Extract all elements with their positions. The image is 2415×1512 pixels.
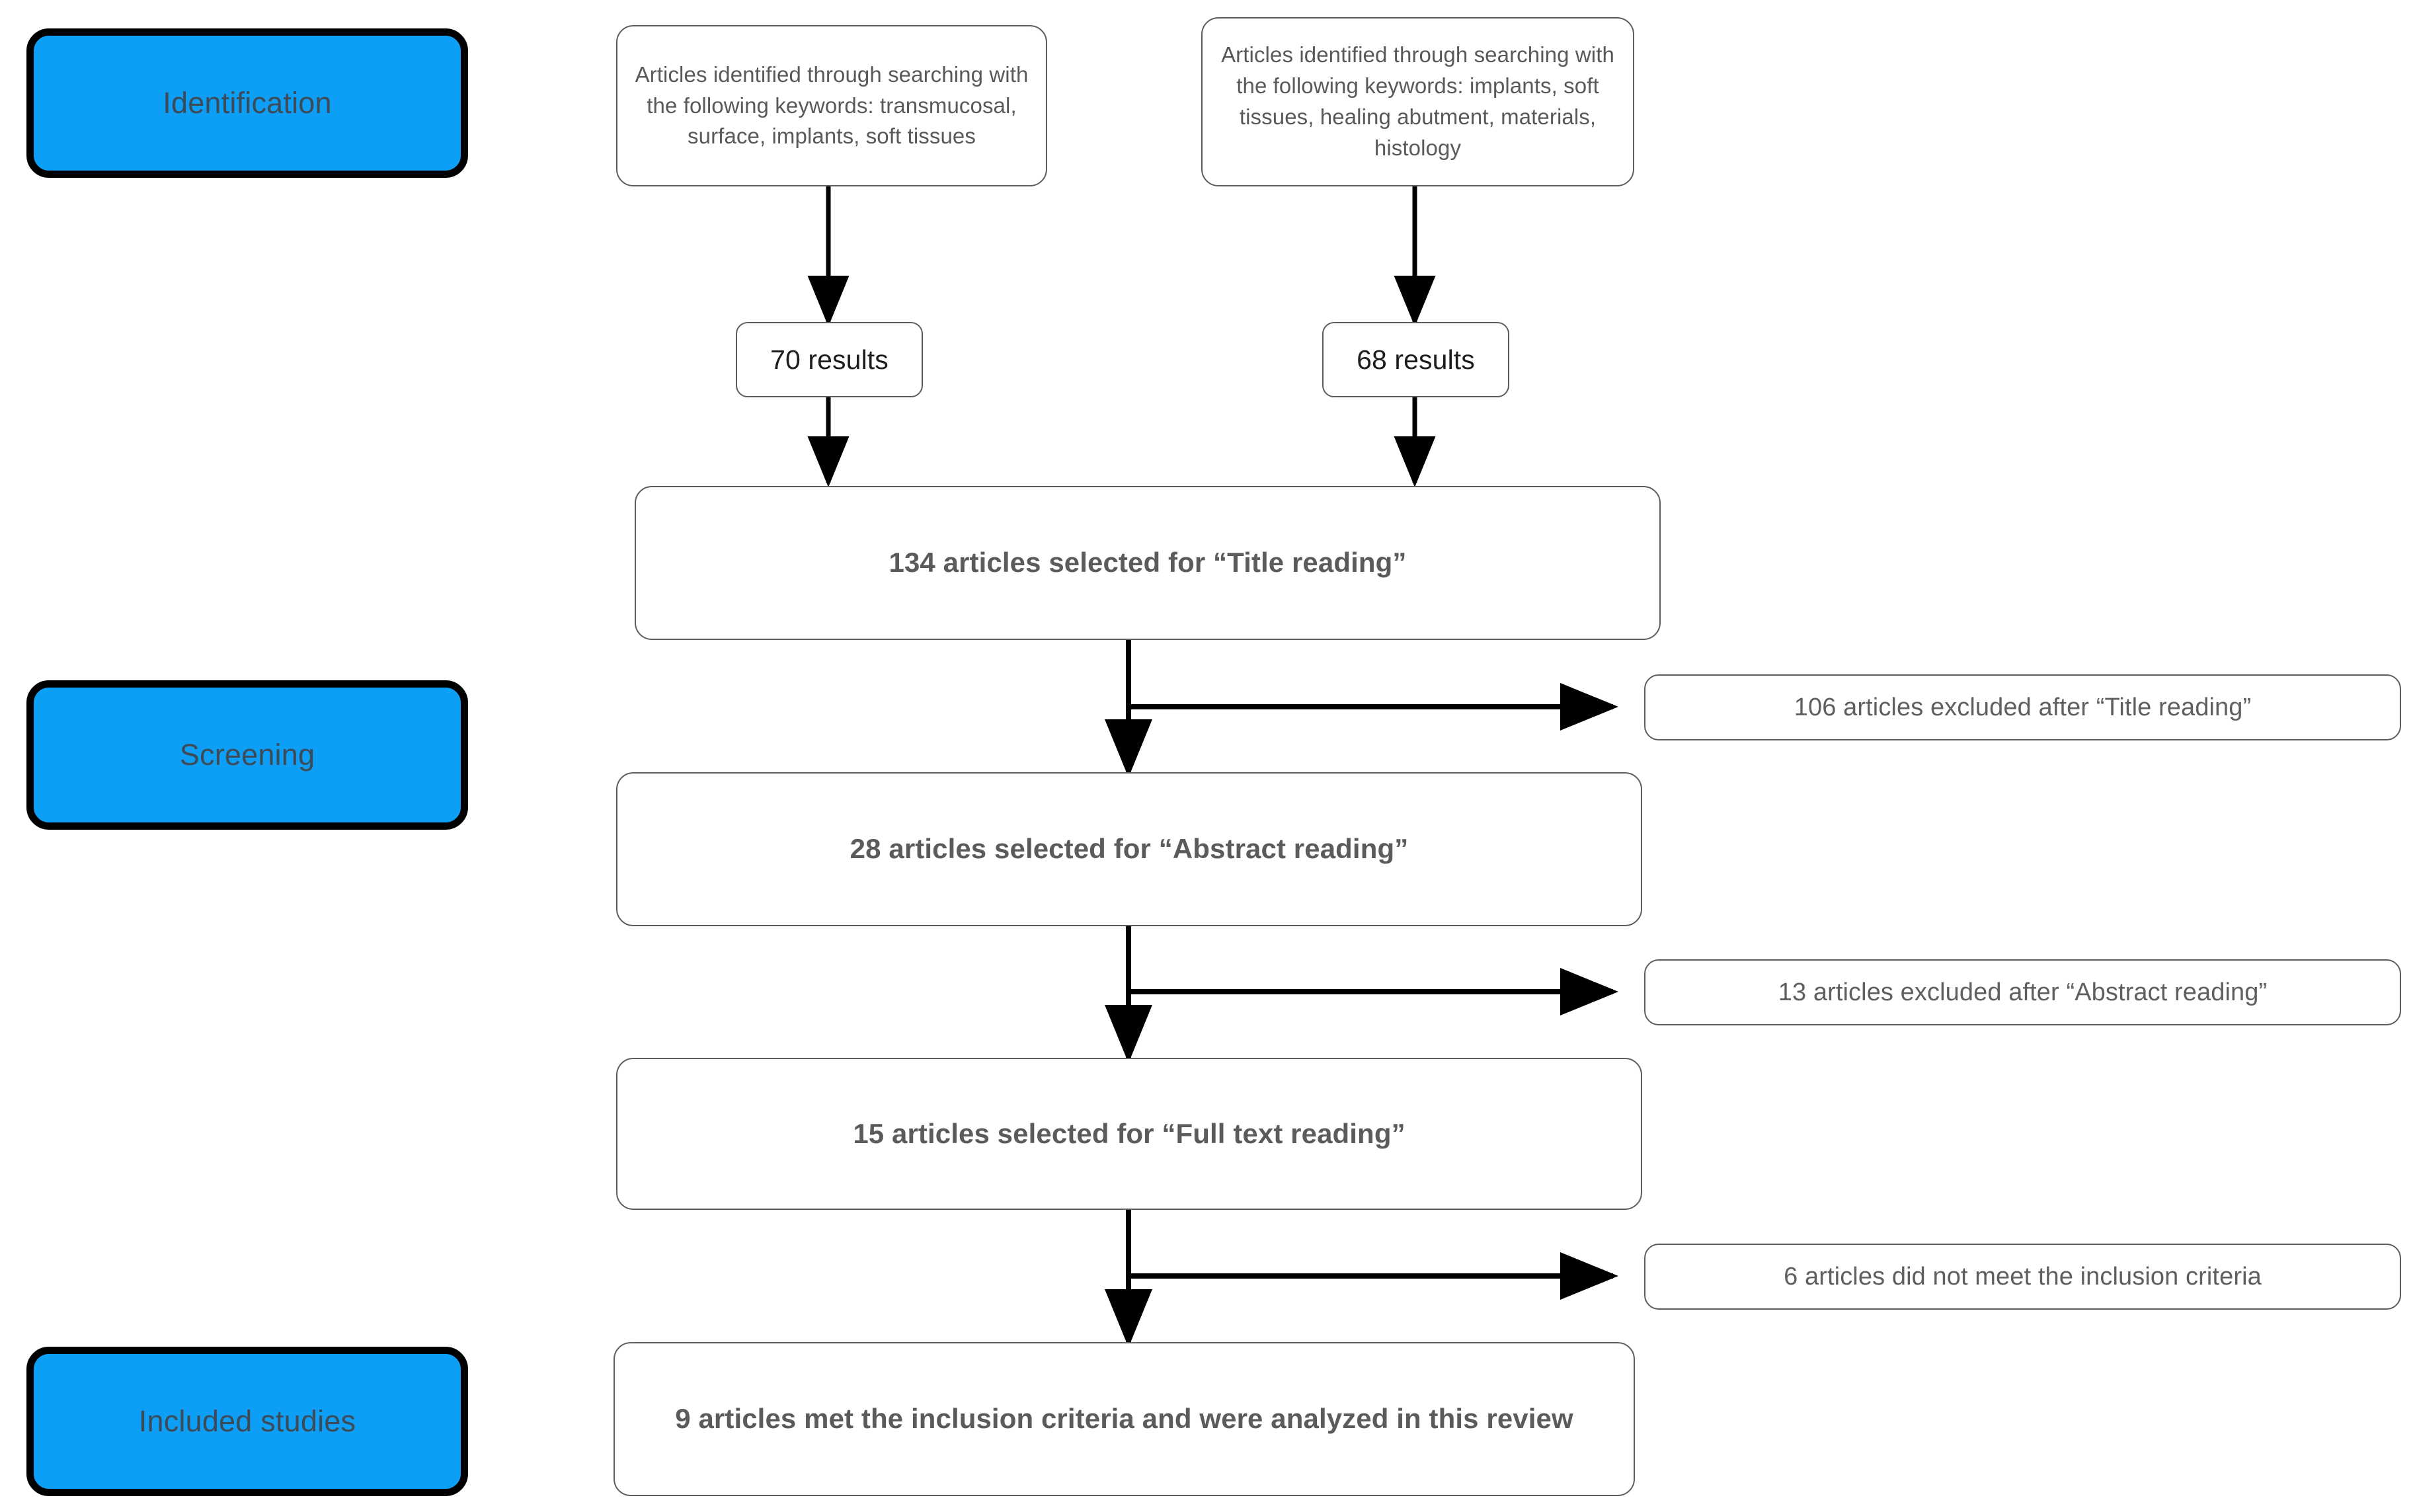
stage-chip-included-studies[interactable]: Included studies	[26, 1347, 468, 1496]
stage-chip-screening[interactable]: Screening	[26, 680, 468, 830]
exclusion-box-inclusion-criteria[interactable]: 6 articles did not meet the inclusion cr…	[1644, 1244, 2401, 1310]
stage-chip-included-studies-label: Included studies	[138, 1404, 356, 1439]
exclusion-box-abstract-reading-label: 13 articles excluded after “Abstract rea…	[1778, 978, 2268, 1006]
exclusion-box-title-reading[interactable]: 106 articles excluded after “Title readi…	[1644, 674, 2401, 740]
step-box-abstract-reading[interactable]: 28 articles selected for “Abstract readi…	[616, 772, 1642, 926]
step-box-title-reading-label: 134 articles selected for “Title reading…	[889, 547, 1407, 578]
results-count-left-label: 70 results	[770, 344, 889, 375]
results-count-right-label: 68 results	[1357, 344, 1475, 375]
source-box-left[interactable]: Articles identified through searching wi…	[616, 25, 1047, 186]
stage-chip-identification[interactable]: Identification	[26, 28, 468, 178]
step-box-title-reading[interactable]: 134 articles selected for “Title reading…	[635, 486, 1661, 640]
step-box-included-final[interactable]: 9 articles met the inclusion criteria an…	[614, 1342, 1635, 1496]
stage-chip-screening-label: Screening	[179, 738, 315, 772]
exclusion-box-abstract-reading[interactable]: 13 articles excluded after “Abstract rea…	[1644, 959, 2401, 1025]
results-count-right[interactable]: 68 results	[1322, 322, 1509, 397]
stage-chip-identification-label: Identification	[163, 86, 332, 120]
source-box-right[interactable]: Articles identified through searching wi…	[1201, 17, 1634, 186]
step-box-included-final-label: 9 articles met the inclusion criteria an…	[675, 1403, 1573, 1435]
step-box-full-text-reading[interactable]: 15 articles selected for “Full text read…	[616, 1058, 1642, 1210]
source-box-left-text: Articles identified through searching wi…	[635, 61, 1029, 149]
exclusion-box-inclusion-criteria-label: 6 articles did not meet the inclusion cr…	[1784, 1262, 2262, 1291]
source-box-right-text: Articles identified through searching wi…	[1221, 42, 1614, 160]
results-count-left[interactable]: 70 results	[736, 322, 923, 397]
exclusion-box-title-reading-label: 106 articles excluded after “Title readi…	[1794, 693, 2252, 721]
step-box-abstract-reading-label: 28 articles selected for “Abstract readi…	[850, 833, 1409, 865]
step-box-full-text-reading-label: 15 articles selected for “Full text read…	[853, 1117, 1405, 1149]
